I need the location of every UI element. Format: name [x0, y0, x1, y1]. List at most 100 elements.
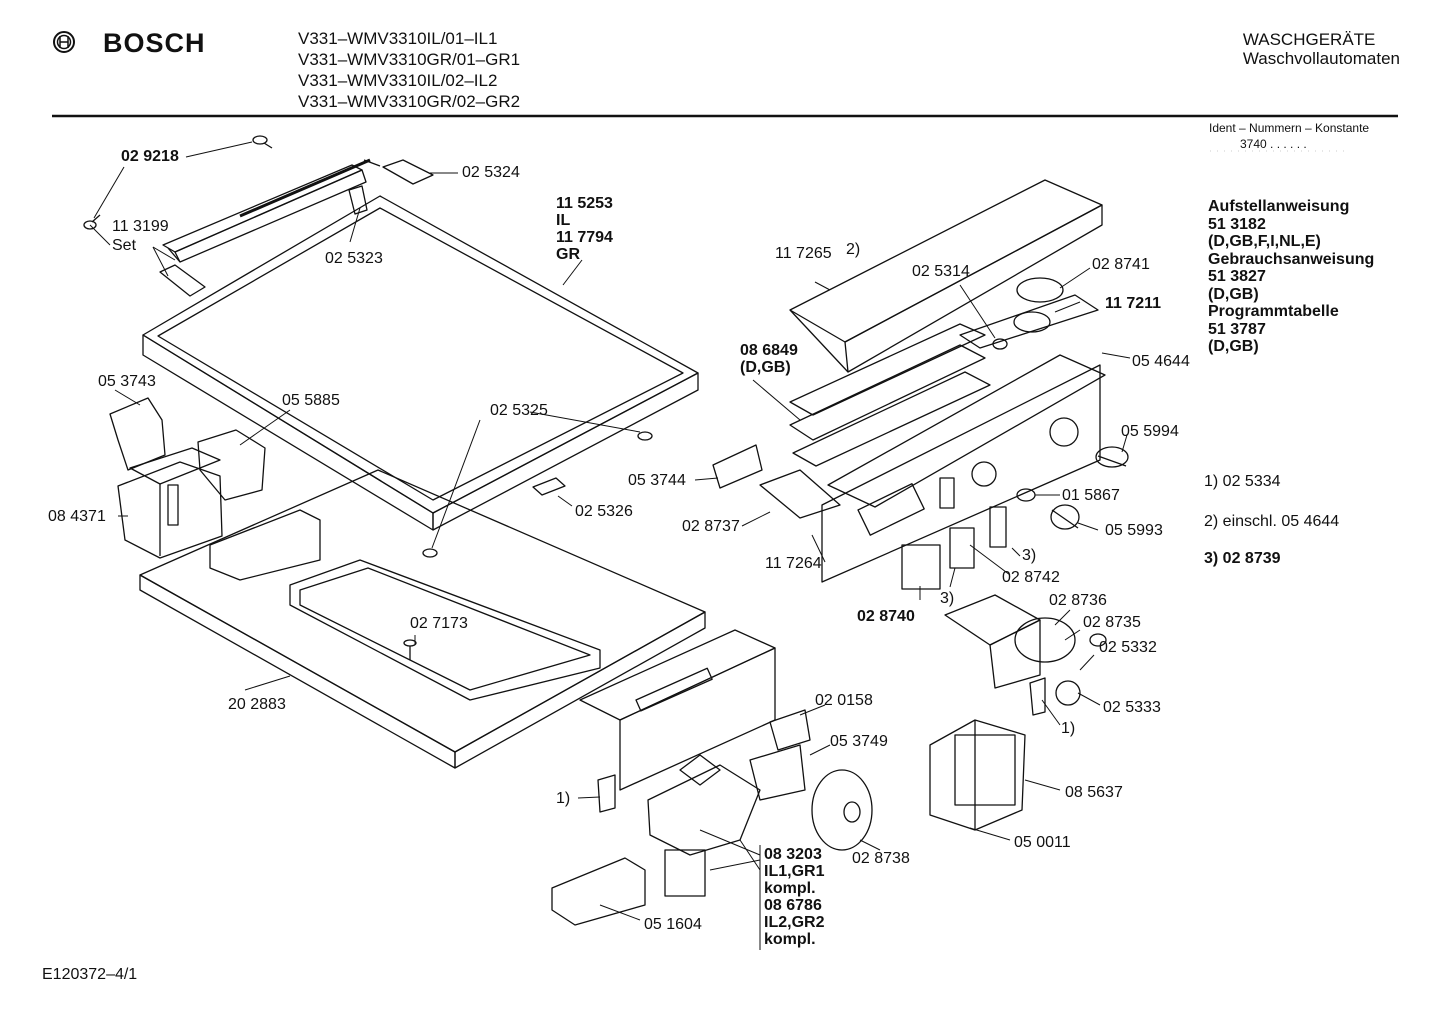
part-label: 2) — [846, 241, 861, 258]
top-lid-panel — [142, 195, 699, 531]
part-label: 08 6849 — [740, 342, 798, 359]
lamp-icon — [992, 338, 1008, 350]
part-label: 02 5324 — [462, 164, 520, 181]
model-line: V331–WMV3310GR/01–GR1 — [298, 50, 521, 69]
model-list: V331–WMV3310IL/01–IL1 V331–WMV3310GR/01–… — [298, 28, 520, 112]
part-label: 05 3743 — [98, 373, 156, 390]
timer-bracket — [944, 594, 1041, 689]
ident-value: 3740 . . . . . . — [1240, 137, 1307, 151]
part-label: 02 8738 — [852, 850, 910, 867]
doc-line: 51 3182 — [1208, 215, 1266, 233]
part-label: 08 6786 — [764, 897, 822, 914]
part-label: 08 5637 — [1065, 784, 1123, 801]
doc-line: Gebrauchsanweisung — [1208, 250, 1375, 268]
control-frame — [579, 629, 776, 791]
selector-dial — [959, 277, 1099, 349]
part-label: 02 5325 — [490, 402, 548, 419]
brand-name: BOSCH — [103, 28, 206, 58]
part-label: 02 8742 — [1002, 569, 1060, 586]
detergent-drawer — [117, 447, 223, 559]
part-label: 02 8741 — [1092, 256, 1150, 273]
button-part — [989, 506, 1007, 548]
category-block: WASCHGERÄTE Waschvollautomaten — [1243, 30, 1400, 68]
part-label: 11 7211 — [1105, 295, 1162, 312]
part-label: 02 0158 — [815, 692, 873, 709]
part-label: IL — [556, 212, 571, 229]
clip-small — [1029, 677, 1046, 716]
part-label: 02 9218 — [121, 148, 179, 165]
part-label: 02 8736 — [1049, 592, 1107, 609]
part-label: Set — [112, 237, 137, 254]
part-label: 11 7265 — [775, 245, 832, 262]
screw-icon — [83, 214, 101, 230]
button-part — [901, 544, 941, 590]
part-label: 02 8735 — [1083, 614, 1141, 631]
base-frame — [139, 469, 706, 769]
doc-line: 51 3787 — [1208, 320, 1266, 338]
part-label: 11 5253 — [556, 195, 613, 212]
part-label: 05 5885 — [282, 392, 340, 409]
part-label: 02 7173 — [410, 615, 468, 632]
part-label: 02 5333 — [1103, 699, 1161, 716]
part-label: 08 4371 — [48, 508, 106, 525]
clip-bracket — [532, 477, 566, 496]
cover-flap — [197, 429, 266, 501]
gear-icon — [1055, 680, 1081, 706]
doc-line: (D,GB,F,I,NL,E) — [1208, 233, 1321, 250]
part-label: 11 7794 — [556, 229, 613, 246]
part-label: 08 3203 — [764, 846, 822, 863]
part-label: 1) — [1061, 720, 1076, 737]
nut-icon — [422, 548, 438, 558]
footnote-1: 1) 02 5334 — [1204, 473, 1281, 490]
model-line: V331–WMV3310GR/02–GR2 — [298, 92, 521, 111]
part-label: 02 8740 — [857, 608, 915, 625]
doc-line: 51 3827 — [1208, 268, 1266, 285]
comb-connector — [712, 444, 763, 489]
documents-list: Aufstellanweisung 51 3182 (D,GB,F,I,NL,E… — [1208, 198, 1374, 356]
part-label: kompl. — [764, 931, 816, 948]
part-label: kompl. — [764, 880, 816, 897]
part-label: 20 2883 — [228, 696, 286, 713]
ident-label: Ident – Nummern – Konstante — [1209, 121, 1370, 135]
part-label: IL1,GR1 — [764, 863, 825, 880]
screw-icon — [252, 135, 273, 149]
nut-icon — [1089, 633, 1107, 647]
part-label: 02 5326 — [575, 503, 633, 520]
relay-part — [664, 849, 706, 897]
model-line: V331–WMV3310IL/02–IL2 — [298, 71, 498, 90]
doc-line: (D,GB) — [1208, 338, 1259, 355]
part-label: 01 5867 — [1062, 487, 1120, 504]
timer-disk — [1014, 617, 1076, 663]
knob-icon — [1050, 504, 1080, 530]
fascia-panel — [789, 179, 1103, 373]
doc-line: (D,GB) — [1208, 285, 1259, 303]
clip-small — [597, 774, 616, 813]
switch-part — [769, 709, 811, 751]
part-label: 05 5994 — [1121, 423, 1179, 440]
drawing-code: E120372–4/1 — [42, 966, 138, 983]
timer-motor — [929, 719, 1026, 831]
category: WASCHGERÄTE — [1242, 30, 1376, 49]
part-label: 05 3749 — [830, 733, 888, 750]
top-rail — [159, 158, 381, 297]
part-label: 02 5323 — [325, 250, 383, 267]
button-part — [949, 527, 975, 569]
footnote-2: 2) einschl. 05 4644 — [1204, 513, 1340, 530]
part-label: 05 0011 — [1014, 834, 1071, 851]
display-window — [759, 323, 991, 519]
part-label: 05 1604 — [644, 916, 702, 933]
pulley-icon — [811, 769, 873, 851]
bosch-logo-icon — [53, 31, 75, 53]
part-label: IL2,GR2 — [764, 914, 825, 931]
model-line: V331–WMV3310IL/01–IL1 — [298, 29, 498, 48]
footnote-3: 3) 02 8739 — [1204, 550, 1281, 567]
leader-lines — [89, 141, 1131, 950]
doc-line: Programmtabelle — [1208, 303, 1339, 320]
part-label: 02 5314 — [912, 263, 970, 280]
part-label: 3) — [940, 590, 955, 607]
subcategory: Waschvollautomaten — [1242, 49, 1400, 68]
part-label: 02 5332 — [1099, 639, 1157, 656]
part-label: 05 4644 — [1132, 353, 1190, 370]
